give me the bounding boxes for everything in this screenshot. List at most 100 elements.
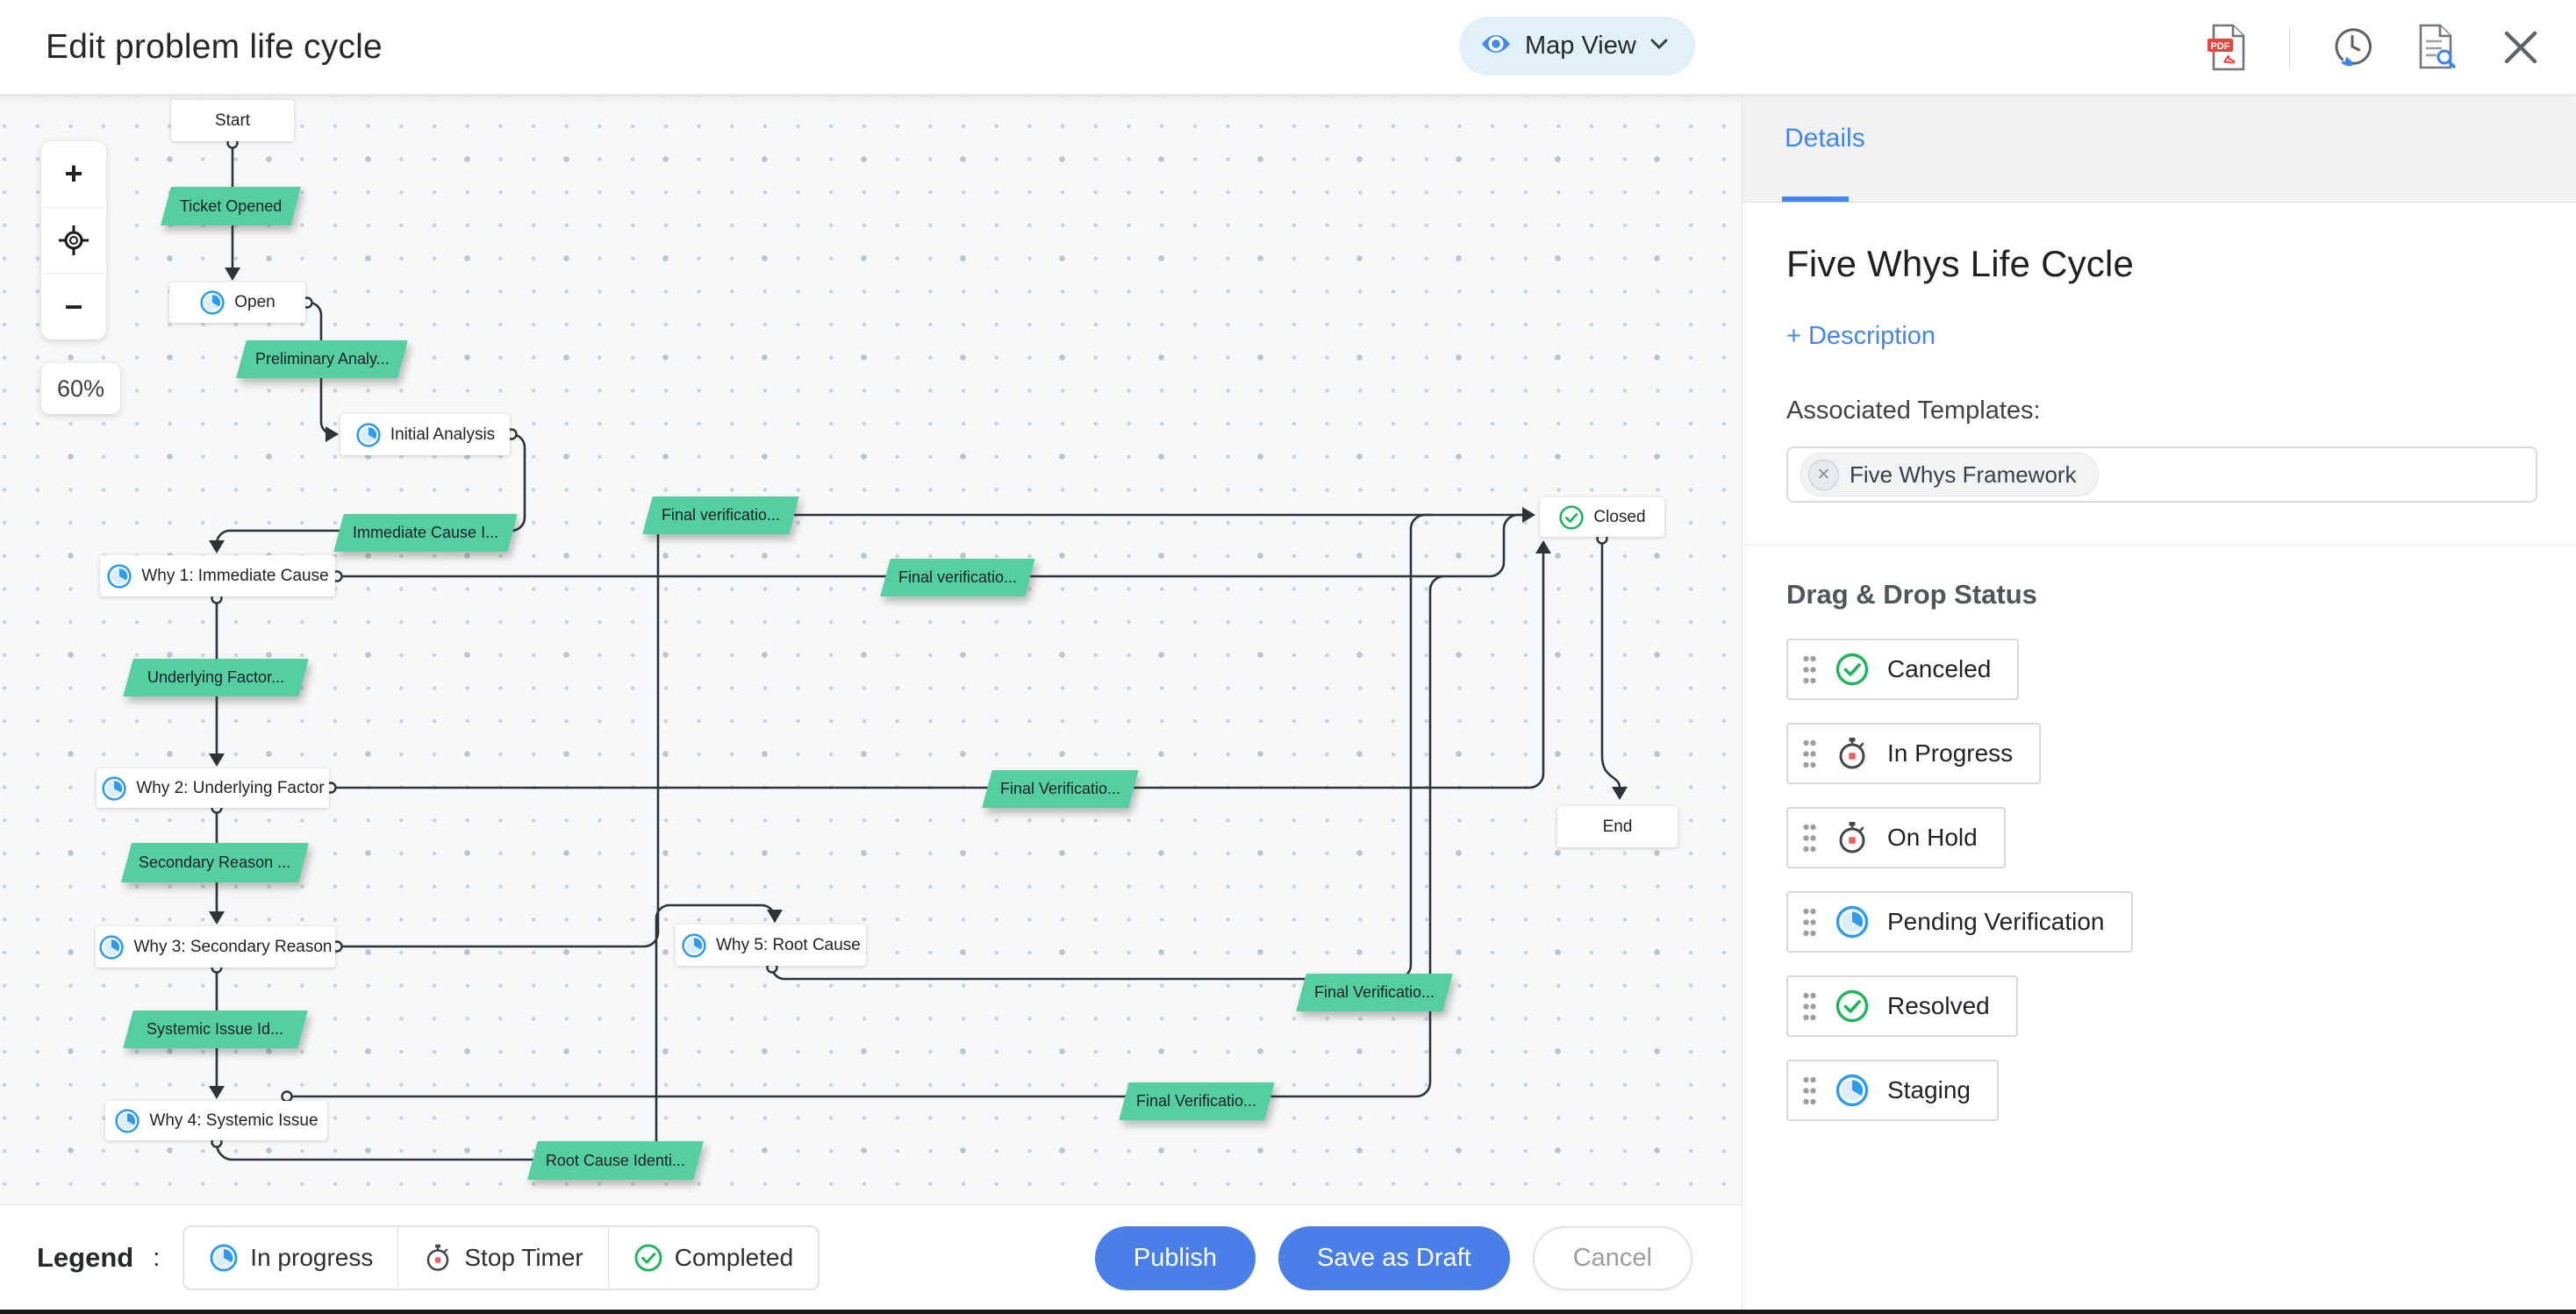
transition-label-underlying-factor[interactable]: Underlying Factor...	[123, 659, 309, 696]
transition-label-text: Ticket Opened	[179, 196, 283, 215]
legend-label: Legend	[37, 1242, 134, 1273]
pending-pie-icon	[107, 563, 132, 589]
transition-label-final-verification-2[interactable]: Final verificatio...	[880, 559, 1035, 596]
close-button[interactable]	[2499, 24, 2543, 71]
node-label: Why 3: Secondary Reason	[133, 937, 333, 956]
status-item-pending-verification[interactable]: Pending Verification	[1786, 891, 2133, 953]
transition-label-final-verification-3[interactable]: Final Verificatio...	[982, 770, 1139, 808]
drag-drop-heading: Drag & Drop Status	[1786, 579, 2037, 610]
legend-box: In progress Stop Timer Completed	[182, 1225, 820, 1290]
transition-label-final-verification-5[interactable]: Final Verificatio...	[1119, 1082, 1275, 1120]
crosshair-target-icon	[59, 225, 89, 255]
drag-handle-icon	[1803, 655, 1816, 683]
node-initial-analysis[interactable]: Initial Analysis	[340, 414, 510, 455]
view-selector-label: Map View	[1525, 32, 1636, 60]
transition-label-secondary-reason[interactable]: Secondary Reason ...	[120, 843, 310, 882]
transition-label-systemic-issue[interactable]: Systemic Issue Id...	[123, 1010, 308, 1048]
panel-divider	[1742, 545, 2576, 546]
status-item-on-hold[interactable]: On Hold	[1786, 807, 2006, 868]
eye-icon	[1480, 32, 1512, 60]
cancel-button[interactable]: Cancel	[1532, 1225, 1692, 1290]
legend-item-in-progress: In progress	[184, 1227, 397, 1289]
zoom-controls[interactable]: + −	[41, 141, 106, 339]
details-panel: Details Five Whys Life Cycle + Descripti…	[1742, 94, 2576, 1314]
legend-item-label: In progress	[250, 1244, 374, 1271]
tab-details[interactable]: Details	[1785, 124, 1865, 153]
export-pdf-button[interactable]: PDF	[2205, 24, 2249, 71]
stop-timer-icon	[1839, 738, 1865, 769]
associated-templates-input[interactable]: ✕ Five Whys Framework	[1786, 446, 2537, 503]
node-why2[interactable]: Why 2: Underlying Factor	[97, 768, 329, 808]
status-label: In Progress	[1887, 739, 2014, 767]
transition-label-text: Final Verificatio...	[1313, 983, 1435, 1001]
transition-label-root-cause[interactable]: Root Cause Identi...	[527, 1141, 704, 1180]
audit-log-button[interactable]	[2415, 24, 2458, 71]
transition-label-text: Systemic Issue Id...	[147, 1020, 284, 1038]
zoom-level-badge: 60%	[41, 363, 120, 414]
legend-item-label: Completed	[674, 1244, 794, 1271]
recenter-button[interactable]	[41, 206, 106, 274]
pending-pie-icon	[356, 422, 381, 447]
drag-handle-icon	[1803, 739, 1816, 768]
view-selector[interactable]: Map View	[1459, 17, 1695, 75]
node-label: Why 5: Root Cause	[716, 935, 861, 954]
transition-label-final-verification-1[interactable]: Final verificatio...	[642, 496, 799, 534]
pending-pie-icon	[682, 932, 706, 958]
transition-label-preliminary-analysis[interactable]: Preliminary Analy...	[236, 340, 408, 378]
chevron-down-icon	[1649, 38, 1669, 54]
transition-label-text: Final Verificatio...	[1136, 1092, 1257, 1110]
active-tab-underline	[1782, 196, 1849, 202]
drag-handle-icon	[1803, 824, 1816, 852]
zoom-in-button[interactable]: +	[64, 155, 83, 192]
transition-label-text: Final verificatio...	[898, 568, 1018, 586]
node-label: Why 2: Underlying Factor	[136, 778, 325, 797]
transition-label-text: Underlying Factor...	[147, 668, 285, 686]
node-closed[interactable]: Closed	[1540, 497, 1664, 537]
stop-timer-icon	[1839, 822, 1865, 853]
publish-button[interactable]: Publish	[1094, 1225, 1256, 1290]
transition-label-text: Immediate Cause I...	[352, 524, 499, 541]
status-item-canceled[interactable]: Canceled	[1786, 639, 2020, 700]
node-start[interactable]: Start	[171, 100, 294, 141]
node-label: Initial Analysis	[390, 425, 496, 444]
node-why4[interactable]: Why 4: Systemic Issue	[105, 1101, 327, 1140]
zoom-out-button[interactable]: −	[41, 273, 106, 339]
node-why5[interactable]: Why 5: Root Cause	[676, 925, 866, 966]
status-item-staging[interactable]: Staging	[1786, 1060, 1999, 1121]
header-divider	[2289, 26, 2290, 68]
completed-check-icon	[1835, 989, 1869, 1023]
transition-label-text: Final verificatio...	[661, 506, 781, 524]
diagram-canvas[interactable]: Start Open Initial Analysis Why 1: Immed…	[0, 94, 1742, 1204]
transition-label-final-verification-4[interactable]: Final Verificatio...	[1296, 974, 1453, 1011]
legend-item-completed: Completed	[609, 1227, 818, 1289]
status-label: Staging	[1887, 1076, 1971, 1103]
node-label: End	[1602, 817, 1633, 836]
remove-template-button[interactable]: ✕	[1808, 459, 1839, 490]
version-history-button[interactable]	[2330, 24, 2374, 71]
drag-handle-icon	[1803, 992, 1816, 1020]
pending-pie-icon	[99, 934, 125, 960]
transition-label-text: Preliminary Analy...	[254, 350, 390, 368]
node-label: Open	[234, 293, 275, 311]
transition-label-text: Secondary Reason ...	[139, 853, 291, 871]
add-description-link[interactable]: + Description	[1786, 322, 1936, 350]
node-why1[interactable]: Why 1: Immediate Cause	[100, 555, 335, 596]
status-label: Canceled	[1887, 655, 1992, 682]
close-icon	[2504, 31, 2537, 63]
status-item-in-progress[interactable]: In Progress	[1786, 723, 2042, 784]
window-bottom-edge	[0, 1310, 2576, 1314]
node-open[interactable]: Open	[169, 282, 305, 323]
completed-check-icon	[634, 1244, 662, 1272]
pending-pie-icon	[102, 775, 126, 801]
node-end[interactable]: End	[1557, 806, 1678, 847]
save-as-draft-button[interactable]: Save as Draft	[1278, 1225, 1510, 1290]
associated-templates-label: Associated Templates:	[1786, 396, 2041, 425]
stop-timer-icon	[427, 1244, 449, 1271]
lifecycle-title: Five Whys Life Cycle	[1786, 243, 2135, 284]
node-why3[interactable]: Why 3: Secondary Reason	[96, 926, 335, 968]
transition-label-immediate-cause[interactable]: Immediate Cause I...	[333, 514, 518, 552]
node-label: Start	[214, 111, 251, 130]
status-label: Resolved	[1887, 992, 1990, 1019]
transition-label-ticket-opened[interactable]: Ticket Opened	[161, 187, 301, 225]
status-item-resolved[interactable]: Resolved	[1786, 975, 2018, 1037]
